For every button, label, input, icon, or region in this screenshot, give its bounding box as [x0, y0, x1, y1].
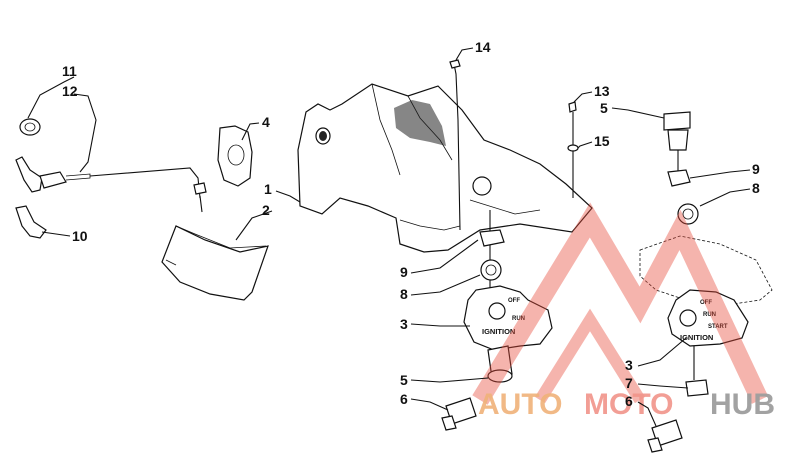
callout-7: 7 — [625, 375, 633, 391]
callout-12: 12 — [62, 83, 78, 99]
gasket — [217, 125, 253, 187]
callout-1: 1 — [264, 181, 272, 197]
callout-3-right: 3 — [625, 357, 633, 373]
throttle-lever-assembly — [15, 118, 207, 213]
ignition-off-label: OFF — [508, 298, 520, 304]
callout-5-right: 5 — [600, 100, 608, 116]
long-bolt — [449, 59, 461, 231]
callout-4: 4 — [262, 114, 270, 130]
callout-10: 10 — [72, 228, 88, 244]
watermark-brand-moto: MOTO — [584, 388, 673, 421]
callout-8-left: 8 — [400, 286, 408, 302]
console-housing — [297, 83, 593, 253]
callout-5-left: 5 — [400, 372, 408, 388]
lower-shroud — [161, 225, 269, 301]
callout-2: 2 — [262, 202, 270, 218]
callout-labels: 11 12 4 1 2 10 14 13 5 15 9 8 9 8 3 5 6 … — [62, 39, 760, 409]
ignition-plate-label-right: IGNITION — [680, 333, 713, 342]
callout-15: 15 — [594, 133, 610, 149]
throttle-lever-spare — [15, 205, 47, 239]
callout-6-left: 6 — [400, 391, 408, 407]
ignition-start-label-right: START — [708, 324, 728, 330]
callout-8-right: 8 — [752, 180, 760, 196]
ignition-switch-left: OFF RUN IGNITION — [441, 210, 553, 431]
callout-9-left: 9 — [400, 264, 408, 280]
callout-3-left: 3 — [400, 316, 408, 332]
ignition-run-label: RUN — [512, 316, 525, 322]
callout-13: 13 — [594, 83, 610, 99]
callout-14: 14 — [475, 39, 491, 55]
ignition-off-label-right: OFF — [700, 300, 712, 306]
callout-11: 11 — [62, 63, 77, 79]
screw-and-washer — [567, 101, 579, 198]
callout-9-right: 9 — [752, 161, 760, 177]
ignition-switch-right: OFF RUN START IGNITION — [639, 111, 773, 453]
leader-lines — [27, 47, 751, 427]
watermark-brand-hub: HUB — [710, 388, 775, 421]
watermark-logo: AUTO MOTO HUB — [472, 202, 775, 421]
callout-6-right: 6 — [625, 393, 633, 409]
ignition-plate-label: IGNITION — [482, 327, 515, 336]
ignition-run-label-right: RUN — [703, 312, 716, 318]
watermark-brand-auto: AUTO — [478, 388, 562, 421]
